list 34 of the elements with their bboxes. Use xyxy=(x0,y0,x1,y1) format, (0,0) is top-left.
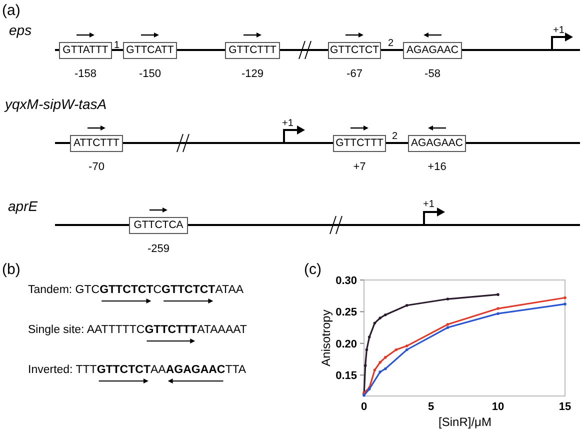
position-number: -259 xyxy=(146,244,171,255)
position-number: -150 xyxy=(138,69,162,80)
position-number: +7 xyxy=(352,162,367,173)
position-number: -129 xyxy=(240,69,265,80)
axis-title: Anisotropy xyxy=(319,310,333,366)
label-text: (c) xyxy=(304,261,322,280)
tick-label: 15 xyxy=(558,401,572,413)
position-number: -70 xyxy=(88,162,106,173)
label-text: 1 xyxy=(114,40,120,52)
tick-label: 0.25 xyxy=(336,306,357,319)
label-text: 2 xyxy=(388,38,394,50)
sequence-text: Tandem: GTCGTTCTCTCGTTCTCTATAA xyxy=(28,283,244,298)
sequence-text: Inverted: TTTGTTCTCTAAAGAGAACTTA xyxy=(28,363,246,378)
label-text: 2 xyxy=(392,131,398,144)
axis-title: [SinR]/μM xyxy=(438,415,492,429)
label-text: yqxM-sipW-tasA xyxy=(5,96,107,114)
label-text: +1 xyxy=(423,199,434,212)
label-text: (b) xyxy=(2,261,20,280)
position-number: -58 xyxy=(424,69,442,80)
position-number: -158 xyxy=(73,69,98,80)
tick-label: 0 xyxy=(360,401,368,413)
position-number: +16 xyxy=(426,162,448,173)
label-text: (a) xyxy=(2,2,20,21)
tick-label: 0.15 xyxy=(336,370,357,382)
tick-label: 0.20 xyxy=(336,338,357,350)
sequence-text: Single site: AATTTTTCGTTCTTTATAAAAT xyxy=(28,323,247,338)
tick-label: 0.30 xyxy=(336,275,357,287)
label-text: aprE xyxy=(8,198,38,216)
position-number: -67 xyxy=(346,69,364,80)
label-text: eps xyxy=(9,22,32,40)
tick-label: 10 xyxy=(492,401,504,413)
tick-label: 5 xyxy=(428,401,434,413)
label-text: +1 xyxy=(553,25,564,38)
label-text: +1 xyxy=(282,118,294,130)
